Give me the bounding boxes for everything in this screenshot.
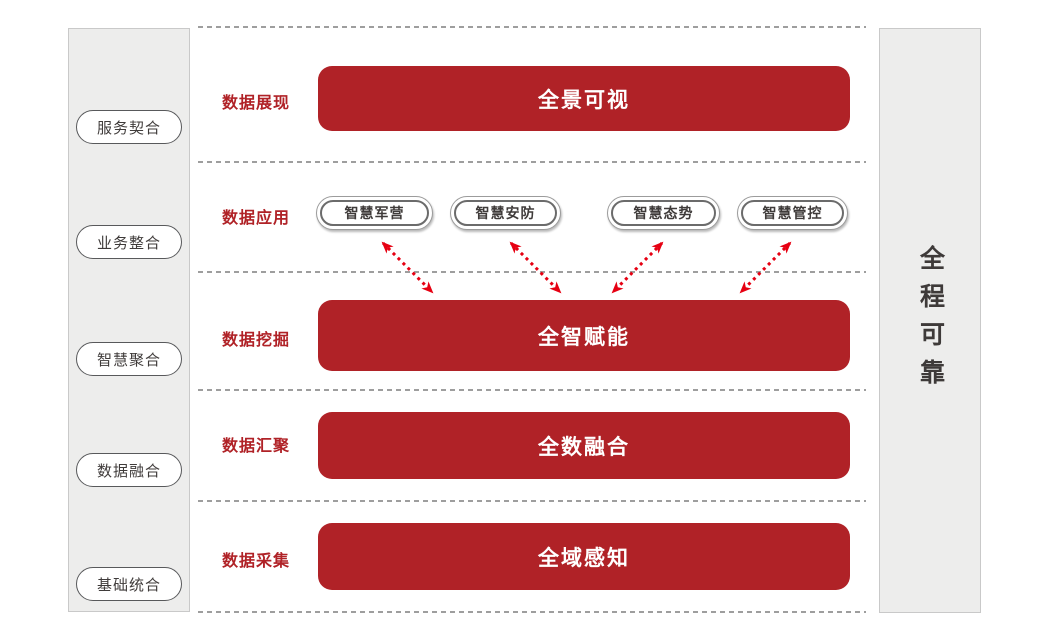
bar-label: 全域感知: [538, 546, 630, 570]
stage-label-data-mining: 数据挖掘: [222, 332, 291, 349]
left-capability-panel: 服务契合 业务整合 智慧聚合 数据融合 基础统合: [68, 28, 190, 612]
right-reliability-panel: 全程可靠: [879, 28, 981, 613]
dotted-separator: [198, 500, 866, 502]
app-pill-smart-control: 智慧管控: [737, 196, 848, 230]
capability-label: 智慧聚合: [96, 351, 161, 369]
capability-pill-data-fusion: 数据融合: [76, 453, 182, 487]
stage-label-data-application: 数据应用: [222, 210, 291, 227]
app-pill-smart-security: 智慧安防: [450, 196, 561, 230]
bar-full-intelligence: 全智赋能: [318, 300, 850, 371]
app-pill-smart-barracks: 智慧军营: [316, 196, 433, 230]
dotted-separator: [198, 271, 866, 273]
app-pill-label: 智慧态势: [611, 200, 716, 226]
stage-label-data-presentation: 数据展现: [222, 95, 291, 112]
capability-pill-basic-unification: 基础统合: [76, 567, 182, 601]
dotted-separator: [198, 161, 866, 163]
app-pill-label: 智慧军营: [320, 200, 429, 226]
capability-label: 基础统合: [96, 576, 161, 594]
dotted-separator: [198, 26, 866, 28]
capability-pill-intelligence-aggregation: 智慧聚合: [76, 342, 182, 376]
capability-pill-business-integration: 业务整合: [76, 225, 182, 259]
vertical-slogan: 全程可靠: [916, 244, 945, 397]
double-arrow-smart-situation: [611, 241, 664, 294]
dotted-separator: [198, 389, 866, 391]
dotted-separator: [198, 611, 866, 613]
capability-label: 业务整合: [96, 234, 161, 252]
bar-label: 全景可视: [538, 88, 630, 112]
app-pill-label: 智慧管控: [741, 200, 844, 226]
stage-label-data-convergence: 数据汇聚: [222, 438, 291, 455]
double-arrow-smart-barracks: [381, 241, 434, 294]
stage-label-data-collection: 数据采集: [222, 553, 291, 570]
capability-label: 数据融合: [96, 462, 161, 480]
bar-full-data-fusion: 全数融合: [318, 412, 850, 479]
bar-label: 全智赋能: [538, 325, 630, 349]
app-pill-smart-situation: 智慧态势: [607, 196, 720, 230]
app-pill-label: 智慧安防: [454, 200, 557, 226]
bar-label: 全数融合: [538, 435, 630, 459]
double-arrow-smart-control: [739, 241, 792, 294]
bar-panoramic-visibility: 全景可视: [318, 66, 850, 131]
double-arrow-smart-security: [509, 241, 562, 294]
bar-full-domain-sensing: 全域感知: [318, 523, 850, 590]
capability-pill-service-fit: 服务契合: [76, 110, 182, 144]
capability-label: 服务契合: [96, 119, 161, 137]
